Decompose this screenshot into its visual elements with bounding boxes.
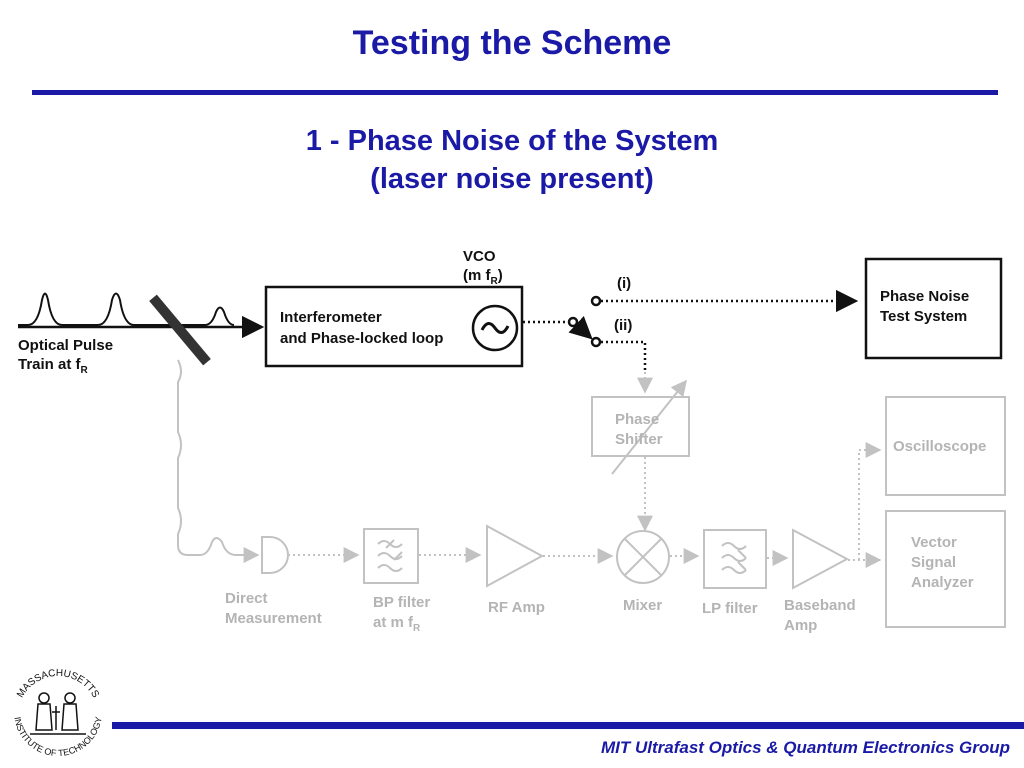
seal-figures-icon bbox=[30, 692, 86, 735]
faded-labels: Phase Shifter Oscilloscope Vector Signal… bbox=[225, 411, 986, 634]
optical-input-group: Optical Pulse Train at fR bbox=[18, 292, 265, 376]
baseband-amp-label-2: Amp bbox=[784, 617, 817, 634]
bp-filter-label-2: at m fR bbox=[373, 614, 421, 634]
switch-common-terminal bbox=[567, 316, 579, 328]
direct-measurement-label-2: Measurement bbox=[225, 610, 322, 627]
phase-shifter-label: Phase bbox=[615, 411, 659, 428]
sine-wave-icon bbox=[480, 322, 510, 334]
bp-filter-box bbox=[363, 528, 419, 584]
baseband-amp-icon bbox=[792, 528, 850, 590]
vsa-label-3: Analyzer bbox=[911, 574, 974, 591]
svg-text:Test System: Test System bbox=[880, 308, 967, 325]
oscilloscope-box bbox=[885, 396, 1006, 496]
bp-filter-label-1: BP filter bbox=[373, 594, 430, 611]
reflected-pulse-train bbox=[177, 359, 256, 556]
lp-filter-icon bbox=[721, 542, 747, 574]
direct-measurement-label-1: Direct bbox=[225, 590, 268, 607]
lp-filter-box bbox=[703, 529, 767, 589]
subtitle-line-2: (laser noise present) bbox=[370, 163, 654, 195]
optical-pulse-train bbox=[18, 292, 235, 326]
svg-text:INSTITUTE OF TECHNOLOGY: INSTITUTE OF TECHNOLOGY bbox=[12, 716, 103, 758]
phase-shifter-label-2: Shifter bbox=[615, 431, 663, 448]
svg-text:MASSACHUSETTS: MASSACHUSETTS bbox=[15, 668, 101, 700]
mixer-label: Mixer bbox=[623, 597, 662, 614]
path-ii-line bbox=[601, 340, 647, 372]
switch-terminal-ii bbox=[590, 336, 602, 348]
direct-measurement-chain bbox=[177, 359, 1006, 628]
phase-noise-test-system: Phase Noise Test System bbox=[864, 257, 1003, 360]
mit-seal-logo: MASSACHUSETTS INSTITUTE OF TECHNOLOGY bbox=[12, 668, 103, 758]
slide-subtitle: 1 - Phase Noise of the System (laser noi… bbox=[0, 122, 1024, 198]
rf-amp-icon bbox=[486, 524, 545, 588]
input-label-2: Train at fR bbox=[18, 356, 89, 376]
interferometer-label: Interferometer bbox=[280, 309, 382, 326]
oscilloscope-label: Oscilloscope bbox=[893, 438, 986, 455]
vco-label-2: (m fR) bbox=[463, 267, 503, 287]
switch-label-ii: (ii) bbox=[614, 317, 632, 334]
vco-label: VCO bbox=[463, 248, 496, 265]
beam-splitter bbox=[149, 294, 211, 366]
switch-terminal-i bbox=[590, 295, 602, 307]
vsa-label-2: Signal bbox=[911, 554, 956, 571]
footer-group-name: MIT Ultrafast Optics & Quantum Electroni… bbox=[601, 738, 1010, 757]
vector-signal-analyzer-box bbox=[885, 510, 1006, 628]
footer-divider bbox=[112, 722, 1024, 729]
rf-amp-label: RF Amp bbox=[488, 599, 545, 616]
mixer-icon bbox=[616, 530, 670, 584]
switch-label-i: (i) bbox=[617, 275, 631, 292]
bp-filter-icon bbox=[377, 539, 403, 572]
subtitle-line-1: 1 - Phase Noise of the System bbox=[305, 125, 719, 157]
switch-blade bbox=[568, 315, 593, 340]
photodetector-icon bbox=[261, 536, 289, 574]
baseband-to-scope-line bbox=[858, 442, 882, 560]
vsa-label-1: Vector bbox=[911, 534, 957, 551]
title-divider bbox=[32, 90, 998, 95]
phase-noise-diagram: Optical Pulse Train at fR Interferometer… bbox=[18, 248, 1006, 634]
phase-shifter-box bbox=[591, 396, 690, 457]
baseband-amp-label-1: Baseband bbox=[784, 597, 856, 614]
svg-text:Phase Noise: Phase Noise bbox=[880, 288, 969, 305]
interferometer-box: Interferometer and Phase-locked loop bbox=[264, 285, 524, 368]
input-label: Optical Pulse bbox=[18, 337, 113, 354]
lp-filter-label: LP filter bbox=[702, 600, 758, 617]
interferometer-label-2: and Phase-locked loop bbox=[280, 330, 443, 347]
output-switch: (i) (ii) bbox=[523, 275, 859, 372]
slide-title: Testing the Scheme bbox=[352, 24, 672, 62]
phase-shifter-adjust-arrow bbox=[611, 379, 687, 475]
